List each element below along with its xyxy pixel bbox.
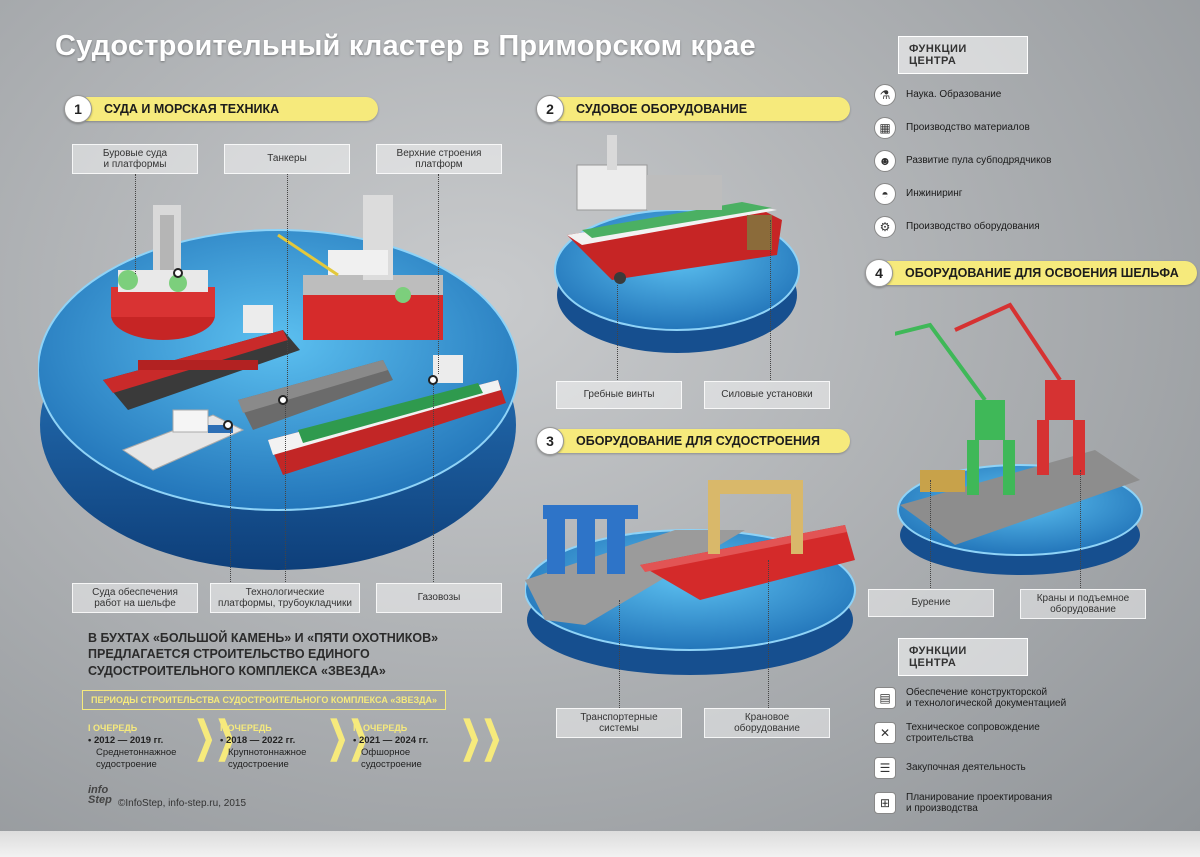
connector-line — [135, 174, 136, 274]
tag-drilling: Бурение — [868, 589, 994, 617]
period-years: • 2018 — 2022 гг. — [220, 734, 296, 746]
connector-line — [930, 480, 931, 588]
materials-icon: ▦ — [874, 116, 896, 139]
connector-line — [287, 174, 288, 399]
function-label: Техническое сопровождение строительства — [906, 721, 1040, 744]
function-label: Производство оборудования — [906, 221, 1040, 232]
tanker-grey — [238, 360, 393, 430]
functions-top-title: ФУНКЦИИ ЦЕНТРА — [898, 36, 1028, 74]
tag-transport-systems: Транспортерные системы — [556, 708, 682, 738]
section-label: СУДА И МОРСКАЯ ТЕХНИКА — [86, 97, 378, 121]
footer-strip — [0, 831, 1200, 857]
section-number: 3 — [536, 427, 564, 455]
functions-bottom-title: ФУНКЦИИ ЦЕНТРА — [898, 638, 1028, 676]
section-2-header: 2 СУДОВОЕ ОБОРУДОВАНИЕ — [536, 95, 850, 123]
section-label: ОБОРУДОВАНИЕ ДЛЯ СУДОСТРОЕНИЯ — [558, 429, 850, 453]
period-name: III ОЧЕРЕДЬ — [353, 723, 408, 733]
connector-line — [619, 600, 620, 708]
function-item: ⚙ Производство оборудования — [874, 210, 1051, 243]
connector-line — [770, 220, 771, 380]
function-label: Наука. Образование — [906, 89, 1002, 100]
function-label: Развитие пула субподрядчиков — [906, 155, 1052, 166]
functions-bottom-list: ▤ Обеспечение конструкторской и технолог… — [874, 680, 1066, 820]
plan-icon: ⊞ — [874, 791, 896, 814]
tag-upper-structures: Верхние строения платформ — [376, 144, 502, 174]
tag-gas-carriers: Газовозы — [376, 583, 502, 613]
tag-power-units: Силовые установки — [704, 381, 830, 409]
periods-title: ПЕРИОДЫ СТРОИТЕЛЬСТВА СУДОСТРОИТЕЛЬНОГО … — [82, 690, 447, 710]
functions-top-list: ⚗ Наука. Образование ▦ Производство мате… — [874, 78, 1051, 243]
function-item: ✕ Техническое сопровождение строительств… — [874, 715, 1066, 750]
function-item: ⊞ Планирование проектирования и производ… — [874, 785, 1066, 820]
section-number: 2 — [536, 95, 564, 123]
function-item: ▦ Производство материалов — [874, 111, 1051, 144]
tools-icon: ✕ — [874, 721, 896, 744]
copyright: ©InfoStep, info-step.ru, 2015 — [118, 798, 247, 809]
cargo-ship-red — [103, 305, 300, 410]
section-1-header: 1 СУДА И МОРСКАЯ ТЕХНИКА — [64, 95, 378, 123]
flask-icon: ⚗ — [874, 83, 896, 106]
chevron-right-icon: ❯❯ — [327, 713, 370, 760]
connector-line — [438, 174, 439, 374]
tag-drilling-ships: Буровые суда и платформы — [72, 144, 198, 174]
function-item: ☻ Развитие пула субподрядчиков — [874, 144, 1051, 177]
section-2-illustration — [554, 135, 800, 353]
page-title: Судостроительный кластер в Приморском кр… — [55, 30, 756, 62]
function-item: ⚗ Наука. Образование — [874, 78, 1051, 111]
tag-propellers: Гребные винты — [556, 381, 682, 409]
connector-line — [285, 405, 286, 582]
tag-crane-equipment: Крановое оборудование — [704, 708, 830, 738]
people-icon: ☻ — [874, 149, 896, 172]
function-label: Инжиниринг — [906, 188, 963, 199]
gear-icon: ⚙ — [874, 215, 896, 238]
function-label: Планирование проектирования и производст… — [906, 791, 1053, 814]
period-1: I ОЧЕРЕДЬ • 2012 — 2019 гг. Среднетоннаж… — [88, 723, 198, 772]
clipboard-icon: ☰ — [874, 756, 896, 779]
chevron-right-icon: ❯❯ — [460, 713, 503, 760]
function-label: Производство материалов — [906, 122, 1030, 133]
section-number: 4 — [865, 259, 893, 287]
function-item: ◓ Инжиниринг — [874, 177, 1051, 210]
platform-right — [277, 195, 443, 340]
period-3: III ОЧЕРЕДЬ • 2021 — 2024 гг. Офшорное с… — [353, 723, 463, 772]
complex-description: В бухтах «Большой камень» и «Пяти охотни… — [88, 631, 439, 678]
section-label: СУДОВОЕ ОБОРУДОВАНИЕ — [558, 97, 850, 121]
tag-supply-vessels: Суда обеспечения работ на шельфе — [72, 583, 198, 613]
period-years: • 2021 — 2024 гг. — [353, 734, 429, 746]
tag-tech-platforms: Технологические платформы, трубоукладчик… — [210, 583, 360, 613]
chevron-right-icon: ❯❯ — [194, 713, 237, 760]
section-3-illustration — [525, 480, 856, 675]
section-number: 1 — [64, 95, 92, 123]
gas-carrier-green — [268, 355, 506, 475]
connector-line — [230, 430, 231, 582]
tag-tankers: Танкеры — [224, 144, 350, 174]
document-icon: ▤ — [874, 686, 896, 709]
connector-line — [433, 385, 434, 582]
section-4-header: 4 ОБОРУДОВАНИЕ ДЛЯ ОСВОЕНИЯ ШЕЛЬФА — [865, 259, 1197, 287]
helmet-icon: ◓ — [874, 182, 896, 205]
function-label: Обеспечение конструкторской и технологич… — [906, 686, 1067, 709]
section-1-illustration — [38, 195, 519, 570]
function-label: Закупочная деятельность — [906, 762, 1026, 773]
period-desc: Крупнотоннажное судостроение — [228, 747, 307, 771]
period-desc: Среднетоннажное судостроение — [96, 747, 177, 771]
function-item: ☰ Закупочная деятельность — [874, 750, 1066, 785]
connector-line — [768, 560, 769, 708]
drilling-platform-left — [111, 205, 215, 340]
connector-line — [617, 285, 618, 380]
function-item: ▤ Обеспечение конструкторской и технолог… — [874, 680, 1066, 715]
period-years: • 2012 — 2019 гг. — [88, 734, 164, 746]
period-2: II ОЧЕРЕДЬ • 2018 — 2022 гг. Крупнотонна… — [220, 723, 330, 772]
period-desc: Офшорное судостроение — [361, 747, 422, 771]
section-3-header: 3 ОБОРУДОВАНИЕ ДЛЯ СУДОСТРОЕНИЯ — [536, 427, 850, 455]
section-4-illustration — [895, 302, 1143, 575]
supply-vessel — [121, 409, 245, 471]
period-name: I ОЧЕРЕДЬ — [88, 723, 138, 733]
connector-line — [1080, 470, 1081, 588]
infostep-logo: info Step — [88, 784, 112, 806]
tag-lifting-equipment: Краны и подъемное оборудование — [1020, 589, 1146, 619]
section-label: ОБОРУДОВАНИЕ ДЛЯ ОСВОЕНИЯ ШЕЛЬФА — [887, 261, 1197, 285]
period-name: II ОЧЕРЕДЬ — [220, 723, 272, 733]
